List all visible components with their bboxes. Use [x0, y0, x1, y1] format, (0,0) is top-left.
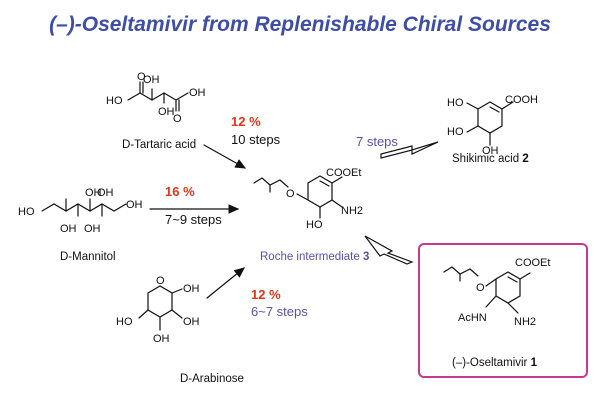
mannitol-label-3: OH: [126, 199, 143, 211]
shikimic-label-2: HO: [447, 126, 464, 138]
roche-label-1: O: [286, 188, 295, 200]
roche-label-3: NH2: [341, 205, 363, 217]
roche-structure: COOEt O HO NH2: [253, 167, 363, 231]
product-arrow: [364, 235, 414, 265]
roche-label-0: COOEt: [326, 167, 361, 179]
mannitol-label-0: OH: [85, 187, 102, 199]
oseltamivir-box: [418, 243, 588, 378]
mannitol-yield: 16 %: [165, 184, 195, 199]
tartaric-yield: 12 %: [231, 114, 261, 129]
shikimic-steps: 7 steps: [356, 134, 398, 149]
arabinose-label-0: O: [156, 275, 165, 287]
roche-name: Roche intermediate 3: [260, 251, 370, 263]
arabinose-yield: 12 %: [251, 287, 281, 302]
mannitol-label-1: OH: [97, 187, 114, 199]
shikimic-label-1: HO: [447, 97, 464, 109]
tartaric-label-5: OH: [189, 87, 206, 99]
arabinose-label-1: OH: [183, 283, 200, 295]
mannitol-label-4: OH: [60, 223, 77, 235]
oseltamivir-label-3: NH2: [514, 316, 536, 328]
tartaric-label-2: O: [137, 71, 146, 83]
tartaric-arrow: [203, 144, 247, 169]
tartaric-label-3: OH: [158, 106, 175, 118]
tartaric-steps: 10 steps: [231, 132, 281, 147]
shikimic-label-0: COOH: [505, 94, 538, 106]
tartaric-label-0: HO: [106, 95, 123, 107]
tartaric-structure: HO OH O OH O OH: [106, 71, 206, 125]
mannitol-steps: 7~9 steps: [165, 212, 222, 227]
tartaric-label-4: O: [173, 113, 182, 125]
arabinose-steps: 6~7 steps: [251, 304, 308, 319]
mannitol-label-2: HO: [18, 206, 35, 218]
arabinose-name: D-Arabinose: [180, 373, 244, 385]
tartaric-label-1: OH: [143, 74, 160, 86]
tartaric-name: D-Tartaric acid: [122, 139, 197, 151]
shikimic-label-3: OH: [482, 145, 499, 157]
oseltamivir-label-0: COOEt: [515, 257, 550, 269]
arabinose-arrow: [206, 267, 245, 299]
arabinose-structure: O OH HO OH OH: [116, 275, 200, 345]
shikimic-structure: COOH HO HO OH: [447, 94, 538, 157]
oseltamivir-label-2: AcHN: [458, 312, 487, 324]
mannitol-label-5: OH: [84, 223, 101, 235]
scheme-title: (–)-Oseltamivir from Replenishable Chira…: [49, 13, 551, 36]
mannitol-structure: OH OH HO OH OH OH: [18, 187, 143, 235]
arabinose-label-2: HO: [116, 316, 133, 328]
arabinose-label-4: OH: [153, 333, 170, 345]
oseltamivir-name: (–)-Oseltamivir 1: [452, 357, 537, 369]
roche-label-2: HO: [306, 219, 323, 231]
shikimic-name: Shikimic acid 2: [452, 153, 529, 165]
mannitol-name: D-Mannitol: [60, 251, 116, 263]
shikimic-arrow: [380, 141, 439, 159]
arabinose-label-3: OH: [183, 316, 200, 328]
oseltamivir-structure: COOEt O AcHN NH2: [443, 257, 550, 328]
oseltamivir-label-1: O: [476, 282, 485, 294]
